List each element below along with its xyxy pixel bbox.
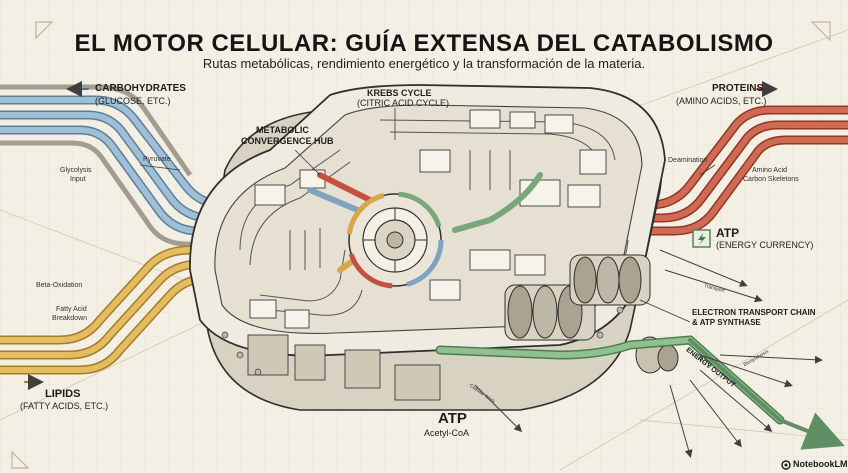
protein-pipes [595,105,848,236]
atp-bottom-detail: Acetyl-CoA [424,428,470,438]
carbohydrates-detail: (GLUCOSE, ETC.) [95,96,171,106]
proteins-title: PROTEINS [712,83,764,94]
lipids-detail: (FATTY ACIDS, ETC.) [20,401,109,411]
pyruvate-label: Pyruvate [143,156,171,163]
breakdown-label: Breakdown [52,315,88,322]
notebooklm-logo-icon [781,460,791,470]
atp-bottom-title: ATP [438,410,467,427]
glycolysis-label-2: Input [70,176,86,183]
deamination-label: Deamination [668,157,708,164]
carbon-skeletons-label: Carbon Skeletons [743,176,799,183]
krebs-cycle-detail: (CITRIC ACID CYCLE) [357,98,450,108]
page-subtitle: Rutas metabólicas, rendimiento energétic… [202,56,646,71]
corner-mark [11,450,30,469]
amino-acid-label: Amino Acid [752,167,788,174]
page-title: EL MOTOR CELULAR: GUÍA EXTENSA DEL CATAB… [74,30,774,57]
proteins-detail: (AMINO ACIDS, ETC.) [676,96,767,106]
glycolysis-label: Glycolysis [60,167,92,174]
corner-mark [810,21,831,42]
etc-title-2: & ATP SYNTHASE [692,318,761,327]
hub-title: METABOLIC [256,125,309,135]
engine-body [189,84,679,411]
brand-label: NotebookLM [793,459,848,469]
krebs-cycle-wheel [346,191,444,289]
fatty-acid-label: Fatty Acid [56,306,87,313]
lipids-title: LIPIDS [45,388,81,400]
atp-synthase-turbines [504,254,679,374]
atp-right-title: ATP [716,226,740,240]
etc-title: ELECTRON TRANSPORT CHAIN [692,308,816,317]
hub-title-2: CONVERGENCE HUB [241,136,334,146]
beta-oxidation-label: Beta-Oxidation [36,282,83,289]
krebs-cycle-title: KREBS CYCLE [367,88,432,98]
atp-right-detail: (ENERGY CURRENCY) [716,240,814,250]
corner-mark [35,21,54,40]
lightning-bolt-icon [692,229,711,248]
carbohydrates-title: CARBOHYDRATES [95,83,186,94]
energy-output-pipe [435,335,845,450]
